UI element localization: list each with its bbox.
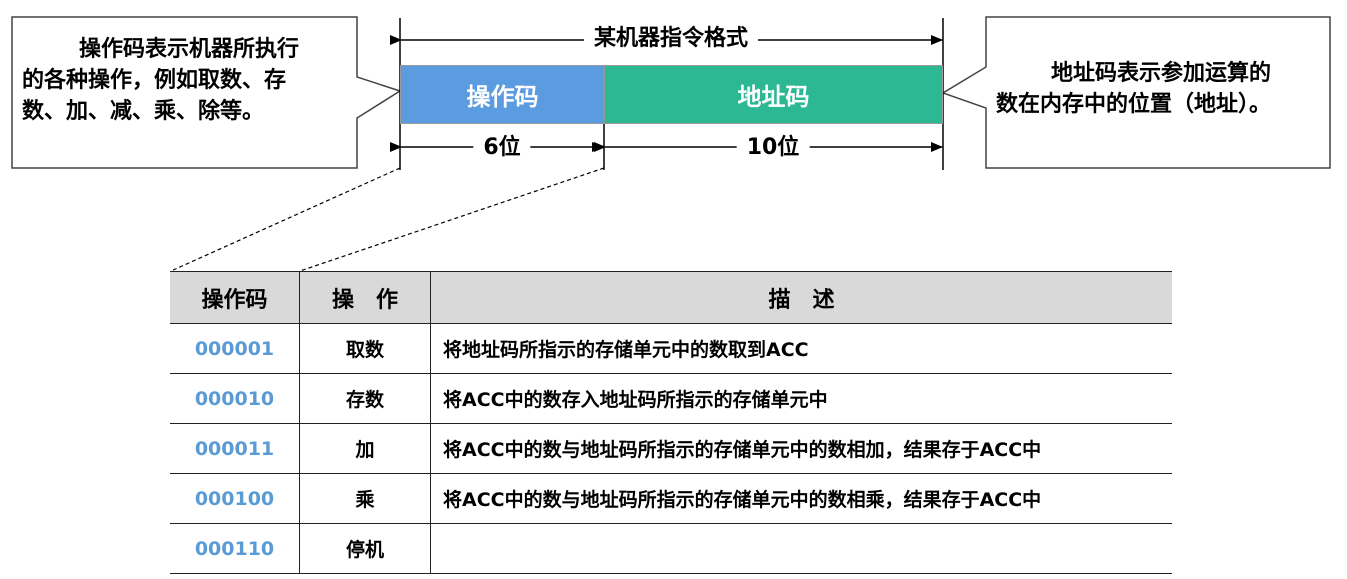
opcode-field: 操作码 xyxy=(400,65,605,124)
header-operation: 操 作 xyxy=(299,271,431,324)
format-title: 某机器指令格式 xyxy=(583,25,759,53)
table-row: 000001 取数 将地址码所指示的存储单元中的数取到ACC xyxy=(170,323,1172,374)
callout-line: 操作码表示机器所执行 xyxy=(79,37,300,62)
operation-cell: 取数 xyxy=(299,323,431,374)
callout-line: 数、加、减、乘、除等。 xyxy=(22,99,265,124)
opcode-cell: 000011 xyxy=(170,423,300,474)
operation-cell: 乘 xyxy=(299,473,431,524)
address-bits-label: 10位 xyxy=(736,134,810,162)
opcode-callout: 操作码表示机器所执行 的各种操作，例如取数、存 数、加、减、乘、除等。 xyxy=(22,34,352,127)
opcode-table: 操作码 操 作 描 述 000001 取数 将地址码所指示的存储单元中的数取到A… xyxy=(170,271,1172,574)
description-cell: 将ACC中的数与地址码所指示的存储单元中的数相乘，结果存于ACC中 xyxy=(430,473,1172,524)
description-cell xyxy=(430,523,1172,574)
opcode-bits-label: 6位 xyxy=(473,134,531,162)
callout-line: 的各种操作，例如取数、存 xyxy=(22,68,287,93)
opcode-field-label: 操作码 xyxy=(466,83,539,111)
operation-cell: 存数 xyxy=(299,373,431,424)
callout-line: 地址码表示参加运算的 xyxy=(1051,61,1272,86)
table-header-row: 操作码 操 作 描 述 xyxy=(170,271,1172,324)
opcode-cell: 000001 xyxy=(170,323,300,374)
address-field-label: 地址码 xyxy=(737,83,810,111)
header-description: 描 述 xyxy=(430,271,1172,324)
callout-line: 数在内存中的位置（地址）。 xyxy=(996,92,1272,117)
operation-cell: 停机 xyxy=(299,523,431,574)
left-callout-bubble xyxy=(11,16,402,169)
table-row: 000010 存数 将ACC中的数存入地址码所指示的存储单元中 xyxy=(170,373,1172,424)
description-cell: 将ACC中的数与地址码所指示的存储单元中的数相加，结果存于ACC中 xyxy=(430,423,1172,474)
opcode-cell: 000110 xyxy=(170,523,300,574)
address-field: 地址码 xyxy=(604,65,943,124)
description-cell: 将ACC中的数存入地址码所指示的存储单元中 xyxy=(430,373,1172,424)
address-callout: 地址码表示参加运算的 数在内存中的位置（地址）。 xyxy=(996,58,1326,120)
table-row: 000011 加 将ACC中的数与地址码所指示的存储单元中的数相加，结果存于AC… xyxy=(170,423,1172,474)
opcode-cell: 000100 xyxy=(170,473,300,524)
zoom-line-right xyxy=(299,167,605,272)
opcode-cell: 000010 xyxy=(170,373,300,424)
zoom-line-left xyxy=(170,167,401,272)
right-callout-bubble xyxy=(941,16,1331,169)
table-row: 000110 停机 xyxy=(170,523,1172,574)
header-opcode: 操作码 xyxy=(170,271,300,324)
table-row: 000100 乘 将ACC中的数与地址码所指示的存储单元中的数相乘，结果存于AC… xyxy=(170,473,1172,524)
description-cell: 将地址码所指示的存储单元中的数取到ACC xyxy=(430,323,1172,374)
operation-cell: 加 xyxy=(299,423,431,474)
